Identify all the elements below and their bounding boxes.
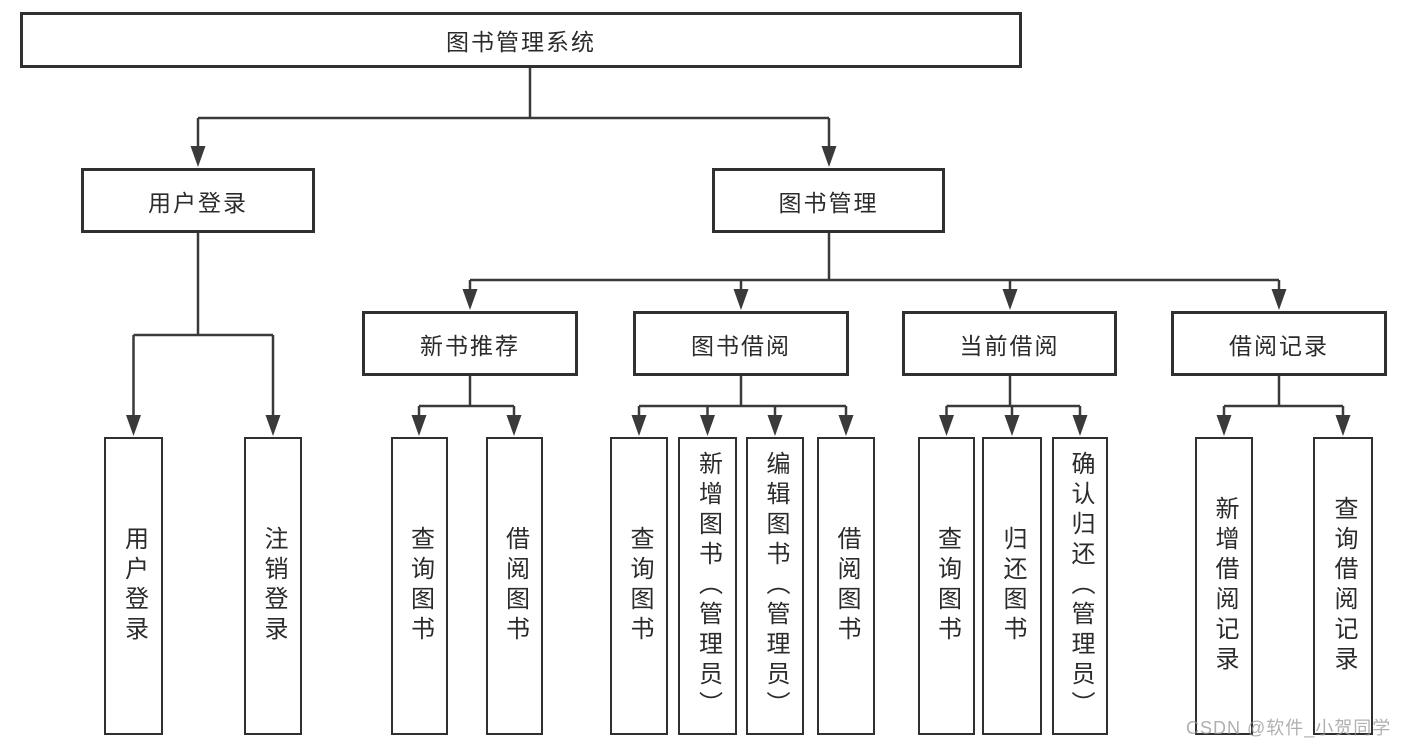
connector-arrowhead [1335, 415, 1351, 436]
leaf-user-login-label: 用户登录 [120, 526, 148, 646]
connector-arrowhead [126, 415, 141, 436]
node-book-management: 图书管理 [712, 168, 945, 233]
leaf-user-login: 用户登录 [104, 437, 163, 735]
node-root-label: 图书管理系统 [446, 29, 596, 55]
node-book-management-label: 图书管理 [778, 189, 879, 216]
leaf-query-book-recommend: 查询图书 [391, 437, 448, 735]
leaf-query-book-recommend-label: 查询图书 [406, 526, 434, 646]
connector-arrowhead [462, 289, 478, 310]
leaf-add-book-admin-label: 新增图书（管理员） [694, 451, 722, 721]
leaf-query-borrow-record: 查询借阅记录 [1313, 437, 1373, 735]
leaf-return-book: 归还图书 [982, 437, 1042, 735]
node-borrow-records-label: 借阅记录 [1229, 332, 1329, 359]
node-new-book-recommend: 新书推荐 [362, 311, 578, 376]
connector-arrowhead [700, 415, 715, 436]
connector-arrowhead [1216, 415, 1232, 436]
node-new-book-recommend-label: 新书推荐 [420, 332, 520, 359]
connector-arrowhead [190, 146, 206, 167]
node-borrow-records: 借阅记录 [1171, 311, 1387, 376]
connector-arrowhead [411, 415, 427, 436]
leaf-add-borrow-record-label: 新增借阅记录 [1211, 496, 1238, 676]
node-user-login: 用户登录 [81, 168, 315, 233]
leaf-logout: 注销登录 [244, 437, 302, 735]
connector-arrowhead [506, 415, 522, 436]
leaf-edit-book-admin: 编辑图书（管理员） [746, 437, 804, 735]
connector-arrowhead [265, 415, 281, 436]
connector-arrowhead [939, 415, 954, 436]
connector-arrowhead [1002, 289, 1018, 310]
leaf-logout-label: 注销登录 [260, 526, 287, 646]
node-user-login-label: 用户登录 [148, 189, 248, 216]
leaf-return-book-label: 归还图书 [999, 526, 1026, 646]
leaf-add-borrow-record: 新增借阅记录 [1195, 437, 1253, 735]
leaf-add-book-admin: 新增图书（管理员） [678, 437, 737, 735]
leaf-confirm-return-admin: 确认归还（管理员） [1052, 437, 1108, 735]
leaf-borrow-book-recommend-label: 借阅图书 [501, 526, 529, 646]
connector-trunk-lines [133, 68, 1343, 408]
node-current-borrow: 当前借阅 [902, 311, 1117, 376]
connector-arrowhead [821, 146, 837, 167]
connector-arrowhead [631, 415, 647, 436]
node-book-borrow-label: 图书借阅 [691, 332, 791, 359]
csdn-watermark: CSDN @软件_小贺同学 [1186, 718, 1392, 738]
connector-arrowhead [838, 415, 854, 436]
leaf-borrow-book: 借阅图书 [817, 437, 875, 735]
node-root: 图书管理系统 [20, 12, 1022, 68]
connector-arrowhead [733, 289, 749, 310]
connector-arrowhead [767, 415, 783, 436]
node-current-borrow-label: 当前借阅 [959, 332, 1060, 359]
leaf-borrow-book-recommend: 借阅图书 [486, 437, 543, 735]
leaf-query-book-current-label: 查询图书 [933, 526, 961, 646]
leaf-borrow-book-label: 借阅图书 [833, 526, 860, 646]
leaf-query-book-borrow: 查询图书 [610, 437, 668, 735]
node-book-borrow: 图书借阅 [633, 311, 849, 376]
leaf-edit-book-admin-label: 编辑图书（管理员） [762, 451, 789, 721]
leaf-query-borrow-record-label: 查询借阅记录 [1330, 496, 1357, 676]
connector-arrowhead [1271, 289, 1287, 310]
connector-arrowhead [1004, 415, 1020, 436]
connector-arrowhead [1072, 415, 1088, 436]
leaf-query-book-borrow-label: 查询图书 [626, 526, 653, 646]
leaf-query-book-current: 查询图书 [918, 437, 975, 735]
leaf-confirm-return-admin-label: 确认归还（管理员） [1067, 451, 1094, 721]
